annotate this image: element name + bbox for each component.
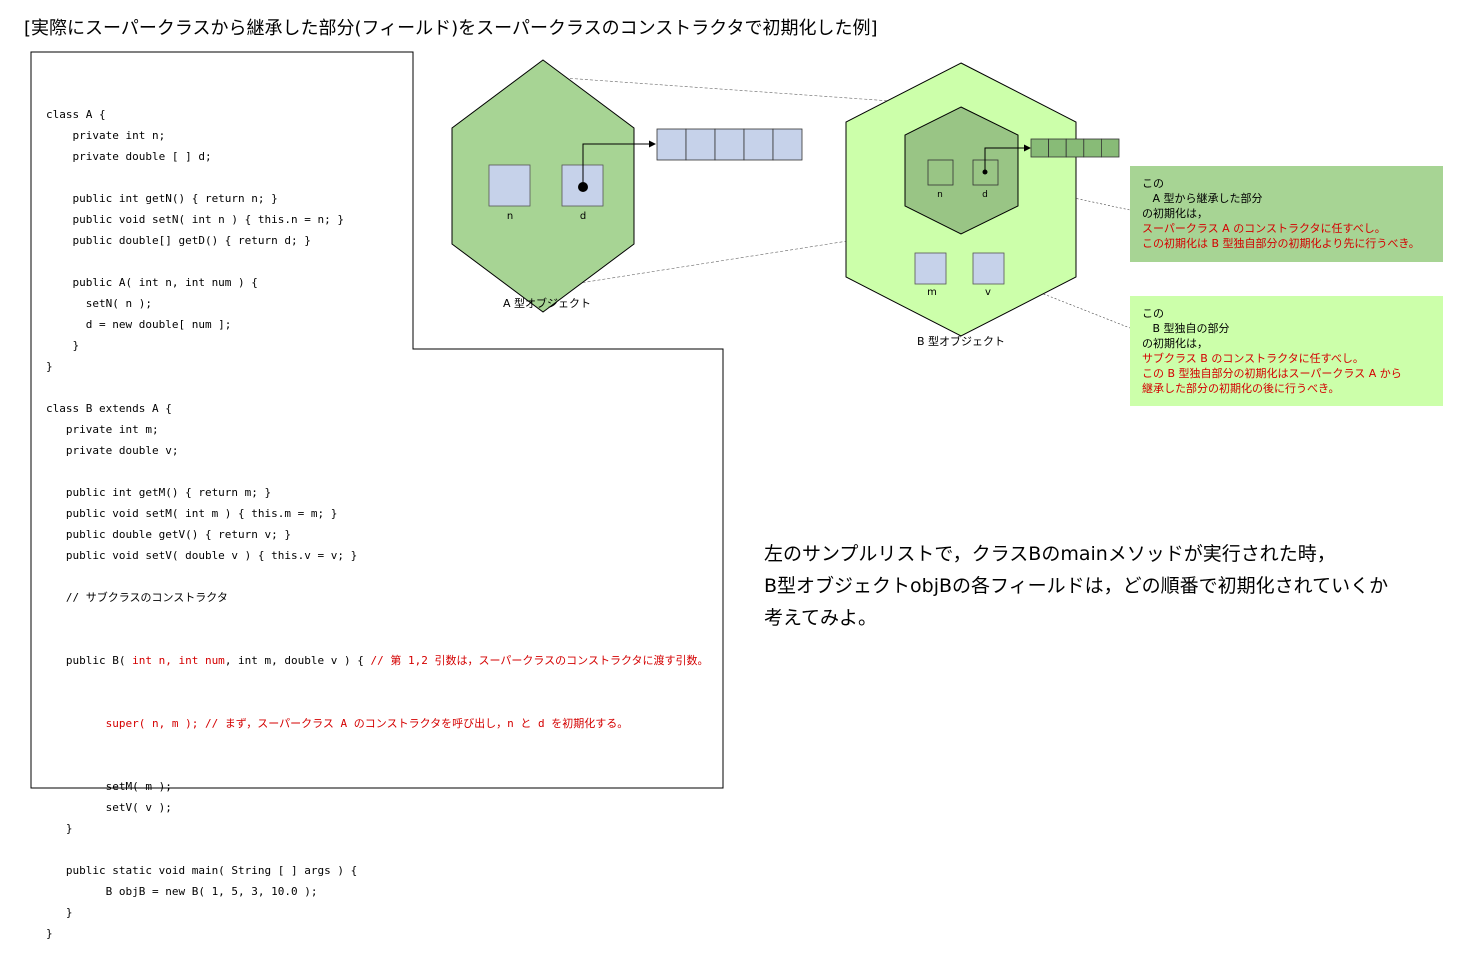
code-lines-top: class A { private int n; private double … bbox=[46, 104, 709, 608]
code-line: public double getV() { return v; } bbox=[46, 528, 292, 541]
array-d-a bbox=[656, 128, 803, 161]
code-line: // サブクラスのコンストラクタ bbox=[46, 591, 228, 604]
note-own-part: この B 型独自の部分 の初期化は， サブクラス B のコンストラクタに任すべし… bbox=[1130, 296, 1443, 406]
code-line: public static void main( String [ ] args… bbox=[46, 864, 358, 877]
b-inherited-a-hexagon bbox=[904, 106, 1019, 235]
code-line: B objB = new B( 1, 5, 3, 10.0 ); bbox=[46, 885, 318, 898]
question-text: 左のサンプルリストで，クラスBのmainメソッドが実行された時， B型オブジェク… bbox=[764, 538, 1388, 634]
field-v-label: v bbox=[985, 287, 991, 298]
code-line: class B extends A { bbox=[46, 402, 172, 415]
array-cell bbox=[772, 128, 803, 161]
a-object-label: A 型オブジェクト bbox=[503, 296, 591, 310]
array-cell bbox=[1030, 138, 1050, 158]
arrowhead-a bbox=[649, 140, 656, 148]
note-a-line: A 型から継承した部分 bbox=[1142, 192, 1263, 205]
field-m-label: m bbox=[927, 287, 937, 298]
question-line: 左のサンプルリストで，クラスBのmainメソッドが実行された時， bbox=[764, 543, 1336, 565]
reference-arrow-b bbox=[984, 147, 1025, 172]
array-cell bbox=[743, 128, 774, 161]
field-d-label: d bbox=[580, 211, 586, 222]
code-line: private double [ ] d; bbox=[46, 150, 212, 163]
note-a-line: この bbox=[1142, 177, 1164, 190]
code-line: public void setV( double v ) { this.v = … bbox=[46, 549, 358, 562]
code-line: public void setN( int n ) { this.n = n; … bbox=[46, 213, 345, 226]
note-b-line: の初期化は， bbox=[1142, 337, 1208, 350]
arrowhead-b bbox=[1024, 144, 1031, 152]
b-field-n-label: n bbox=[937, 190, 943, 200]
code-line: public void setM( int m ) { this.m = m; … bbox=[46, 507, 338, 520]
code-line-super-call: super( n, m ); // まず，スーパークラス A のコンストラクタを… bbox=[46, 717, 629, 730]
code-line bbox=[46, 839, 709, 860]
note-inherited-part: この A 型から継承した部分 の初期化は， スーパークラス A のコンストラクタ… bbox=[1130, 166, 1443, 262]
field-m-box bbox=[914, 252, 947, 285]
code-listing-frame bbox=[30, 51, 724, 789]
object-diagram: n d A 型オブジェクト n d m v B 型オブジェクト bbox=[451, 59, 1131, 348]
array-cell bbox=[685, 128, 716, 161]
array-cell bbox=[1083, 138, 1102, 158]
code-line: private int n; bbox=[46, 129, 166, 142]
code-line: setM( m ); bbox=[46, 780, 172, 793]
b-field-d-label: d bbox=[982, 190, 988, 200]
reference-arrow-a bbox=[582, 143, 650, 187]
connector-top bbox=[549, 76, 906, 103]
array-cell bbox=[1048, 138, 1067, 158]
code-line-constructor-b: public B( int n, int num, int m, double … bbox=[46, 654, 709, 667]
code-line: public int getM() { return m; } bbox=[46, 486, 272, 499]
note-b-line: サブクラス B のコンストラクタに任すべし。 bbox=[1142, 352, 1364, 365]
code-line: public int getN() { return n; } bbox=[46, 192, 278, 205]
code-line: } bbox=[46, 339, 80, 352]
b-object-label: B 型オブジェクト bbox=[917, 334, 1005, 348]
b-field-n-box bbox=[927, 159, 954, 186]
code-line: d = new double[ num ]; bbox=[46, 318, 232, 331]
code-line: public A( int n, int num ) { bbox=[46, 276, 258, 289]
note-a-line: この初期化は B 型独自部分の初期化より先に行うべき。 bbox=[1142, 237, 1420, 250]
array-cell bbox=[1065, 138, 1085, 158]
note-b-line: この bbox=[1142, 307, 1164, 320]
note-b-line: 継承した部分の初期化の後に行うべき。 bbox=[1142, 382, 1340, 395]
note-b-pointer bbox=[1035, 290, 1131, 329]
code-line: } bbox=[46, 360, 53, 373]
field-n-label: n bbox=[507, 211, 513, 222]
array-cell bbox=[714, 128, 745, 161]
code-line: public double[] getD() { return d; } bbox=[46, 234, 311, 247]
note-b-line: B 型独自の部分 bbox=[1142, 322, 1230, 335]
field-v-box bbox=[972, 252, 1005, 285]
field-n-box bbox=[488, 164, 531, 207]
code-line: private double v; bbox=[46, 444, 179, 457]
array-d-b bbox=[1030, 138, 1120, 158]
code-line: } bbox=[46, 906, 73, 919]
a-object-hexagon bbox=[451, 59, 635, 313]
page-title: [実際にスーパークラスから継承した部分(フィールド)をスーパークラスのコンストラ… bbox=[24, 18, 878, 39]
array-cell bbox=[656, 128, 687, 161]
code-line: setV( v ); bbox=[46, 801, 172, 814]
code-line: } bbox=[46, 822, 73, 835]
array-cell bbox=[1101, 138, 1120, 158]
question-line: B型オブジェクトobjBの各フィールドは，どの順番で初期化されていくか bbox=[764, 575, 1389, 597]
code-line: private int m; bbox=[46, 423, 159, 436]
note-a-line: の初期化は， bbox=[1142, 207, 1208, 220]
note-b-line: この B 型独自部分の初期化はスーパークラス A から bbox=[1142, 367, 1402, 380]
code-line: } bbox=[46, 927, 53, 940]
question-line: 考えてみよ。 bbox=[764, 607, 878, 629]
code-line: setN( n ); bbox=[46, 297, 152, 310]
code-line: class A { bbox=[46, 108, 106, 121]
note-a-line: スーパークラス A のコンストラクタに任すべし。 bbox=[1142, 222, 1386, 235]
